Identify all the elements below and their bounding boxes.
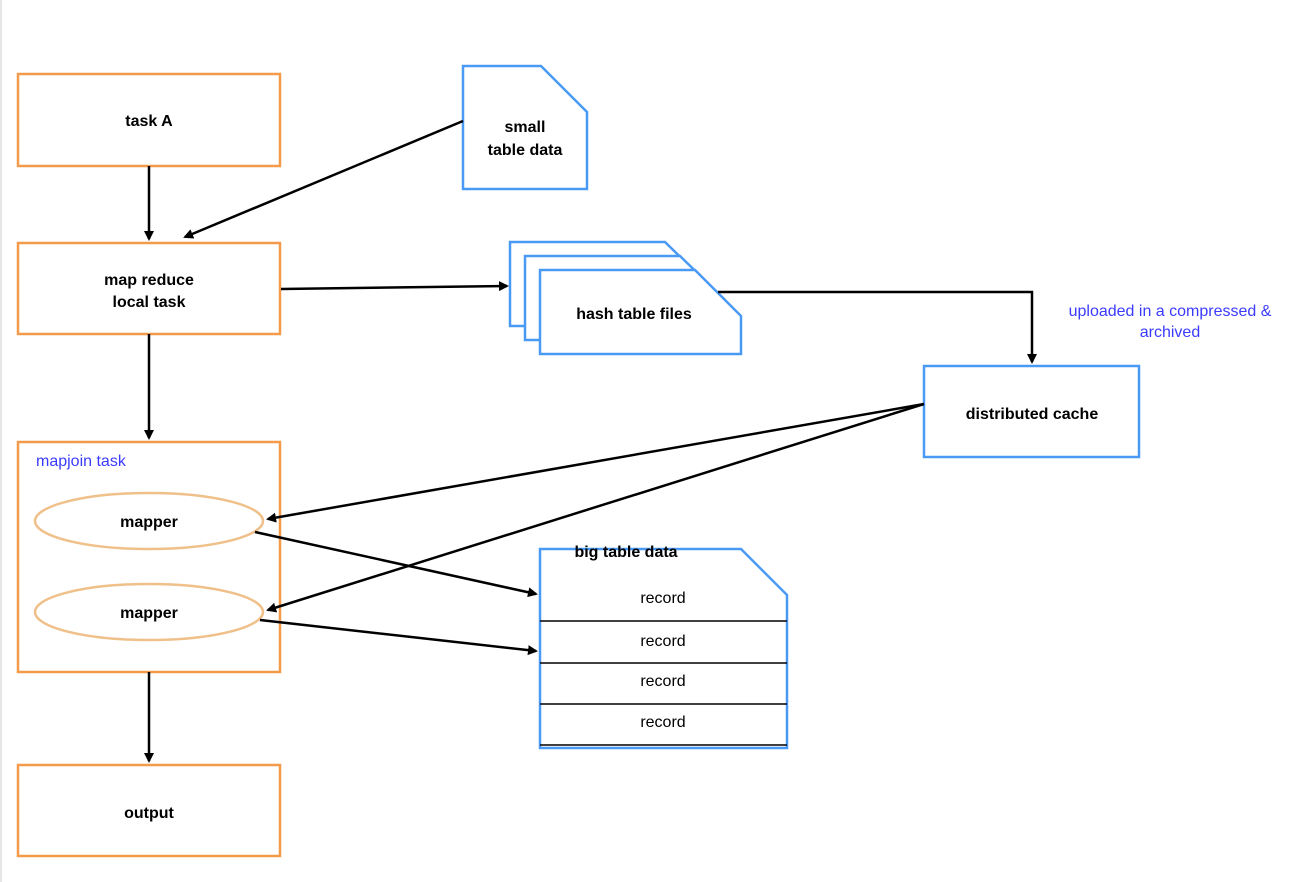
record-3: record [640,673,685,690]
mr-local-task-label-line2: local task [113,294,186,311]
mapper-1-node[interactable]: mapper [33,491,265,551]
big-table-label: big table data [574,544,677,561]
upload-note-line2: archived [1140,324,1200,341]
task-a-label: task A [125,113,173,130]
small-table-shape [461,64,589,191]
mapper-2-node[interactable]: mapper [33,582,265,642]
mapper-1-ellipse [33,491,265,551]
mapper-2-label: mapper [120,605,178,622]
arrow-mapper-1-to-big-table [254,530,538,598]
big-table-shape [538,547,789,750]
hash-table-files-node[interactable]: hash table files [508,240,743,356]
mr-local-task-label-line1: map reduce [104,272,194,289]
output-node[interactable]: output [16,763,282,858]
mapper-1-label: mapper [120,514,178,531]
arrow-cache-to-mapper-1 [266,402,925,523]
hash-table-files-label: hash table files [576,306,692,323]
arrow-mapper-2-to-big-table [259,618,538,656]
mapjoin-task-label: mapjoin task [36,453,127,470]
distributed-cache-node[interactable]: distributed cache [922,364,1141,459]
mr-local-task-box [16,241,282,336]
mapper-2-ellipse [33,582,265,642]
record-1: record [640,590,685,607]
output-box [16,763,282,858]
small-table-node[interactable]: small table data [461,64,589,191]
big-table-node[interactable]: big table data record record record reco… [538,544,789,750]
task-a-node[interactable]: task A [16,72,282,168]
arrow-local-task-to-hash-files [280,281,509,292]
distributed-cache-box [922,364,1141,459]
small-table-label-line1: small [505,119,546,136]
arrow-cache-to-mapper-2 [266,402,925,613]
output-label: output [124,805,174,822]
distributed-cache-label: distributed cache [966,406,1099,423]
mapjoin-task-node[interactable]: mapjoin task mapper mapper [16,440,282,674]
mr-local-task-node[interactable]: map reduce local task [16,241,282,336]
hash-file-front [538,268,743,356]
arrow-small-table-to-local-task [183,119,464,239]
upload-note-line1: uploaded in a compressed & [1069,303,1272,320]
arrow-hash-files-to-cache [718,290,1037,364]
record-2: record [640,633,685,650]
record-4: record [640,714,685,731]
small-table-label-line2: table data [488,142,563,159]
